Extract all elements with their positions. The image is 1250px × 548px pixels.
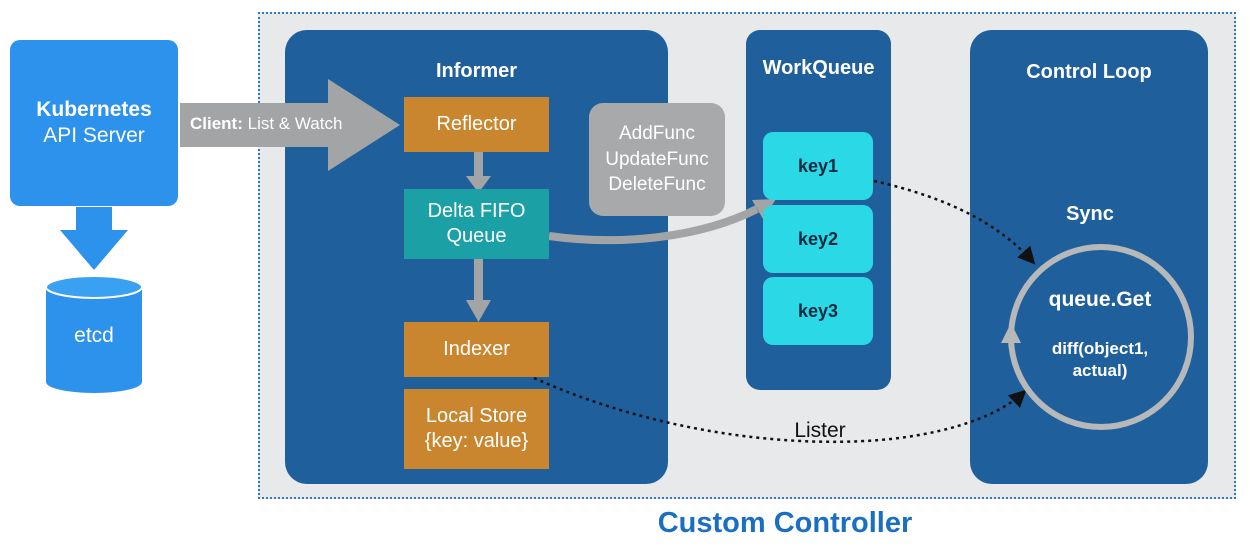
sync-loop-arrowhead-icon [1001, 323, 1021, 343]
client-action: List & Watch [247, 114, 343, 133]
lister-arrow [533, 376, 1027, 444]
client-prefix: Client: [190, 114, 243, 133]
handler-add: AddFunc [618, 123, 696, 145]
event-handlers-box: AddFunc UpdateFunc DeleteFunc [589, 103, 725, 216]
etcd-cylinder-icon [45, 275, 143, 393]
api-server-title: Kubernetes [36, 98, 152, 121]
informer-title: Informer [435, 60, 518, 82]
reflector-box: Reflector [404, 97, 549, 152]
workqueue-key1: key1 [763, 132, 873, 200]
indexer-box: Indexer [404, 322, 549, 377]
custom-controller-label: Custom Controller [657, 507, 913, 539]
workqueue-key2: key2 [763, 205, 873, 273]
fifo-to-workqueue-arrow [548, 205, 759, 245]
reflector-to-fifo-arrow [466, 151, 491, 193]
local-store-line2: {key: value} [424, 430, 529, 452]
control-loop-title: Control Loop [1026, 61, 1152, 83]
lister-label: Lister [794, 419, 846, 442]
api-to-etcd-arrow [60, 207, 128, 270]
client-list-watch-arrow [180, 79, 400, 171]
delta-fifo-line1: Delta FIFO [427, 200, 526, 222]
fifo-to-indexer-arrow [466, 259, 491, 322]
workqueue-title: WorkQueue [762, 57, 875, 79]
client-arrow-label: Client: List & Watch [190, 114, 380, 134]
local-store-line1: Local Store [425, 405, 528, 427]
diff-label: diff(object1, actual) [1020, 338, 1180, 382]
handler-delete: DeleteFunc [608, 174, 706, 196]
local-store-box: Local Store {key: value} [404, 389, 549, 469]
delta-fifo-line2: Queue [446, 225, 507, 247]
diff-line2: actual) [1072, 361, 1128, 381]
delta-fifo-queue-box: Delta FIFO Queue [404, 189, 549, 259]
workqueue-key3: key3 [763, 277, 873, 345]
api-server-subtitle: API Server [43, 124, 145, 147]
handler-update: UpdateFunc [605, 148, 709, 170]
control-loop-panel [970, 30, 1208, 484]
key1-to-queue-get-arrow [873, 179, 1036, 265]
api-server-box: Kubernetes API Server [10, 40, 178, 206]
queue-get-label: queue.Get [1048, 288, 1152, 311]
sync-label: Sync [1066, 203, 1114, 225]
etcd-label: etcd [74, 324, 114, 347]
diff-line1: diff(object1, [1051, 339, 1149, 358]
sync-loop-circle [1008, 244, 1194, 430]
